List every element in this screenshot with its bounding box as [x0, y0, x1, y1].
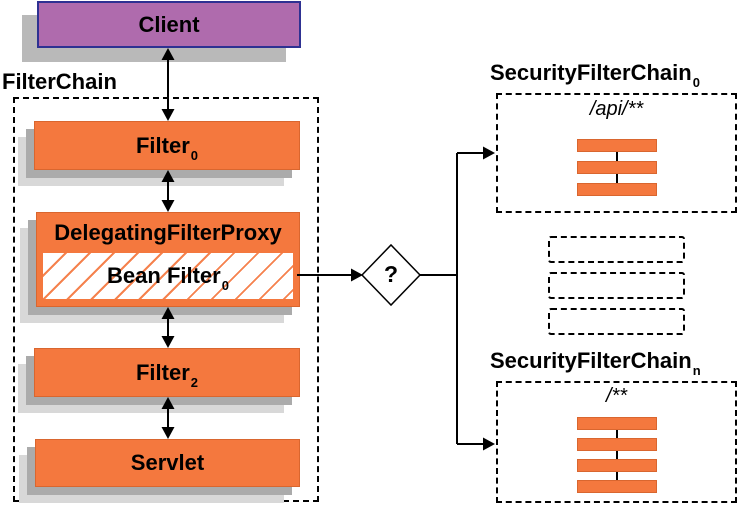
- filter-bar: [576, 417, 657, 430]
- client-label: Client: [138, 11, 200, 37]
- filter0-label: Filter0: [135, 132, 198, 162]
- security-filter-chain-n-title: SecurityFilterChainn: [490, 348, 701, 378]
- connector-line: [615, 423, 618, 487]
- filter2-node: Filter2: [34, 348, 300, 397]
- filter2-label: Filter2: [135, 359, 198, 389]
- filterchain-title: FilterChain: [2, 69, 117, 94]
- filter-bar: [576, 438, 657, 451]
- filter-bar: [576, 139, 657, 152]
- bean-filter-label-base: Bean Filter: [107, 263, 221, 288]
- security-filter-chain-0-bars: [576, 139, 657, 196]
- security-filter-chain-0-title-sub: 0: [692, 75, 700, 90]
- security-filter-chain-n-title-base: SecurityFilterChain: [490, 348, 692, 373]
- security-filter-chain-0-container: /api/**: [496, 93, 737, 213]
- filter2-label-sub: 2: [190, 374, 199, 390]
- placeholder-security-filter-chains: [548, 236, 685, 335]
- decision-label: ?: [383, 261, 399, 287]
- delegating-filter-proxy-node: DelegatingFilterProxy Bean Filter0: [36, 212, 300, 307]
- security-filter-chain-n-bars: [576, 417, 657, 493]
- filter0-label-sub: 0: [190, 147, 199, 163]
- bean-filter-node: Bean Filter0: [41, 251, 295, 301]
- filter2-label-base: Filter: [135, 359, 190, 385]
- security-filter-chain-n-url-pattern: /**: [605, 385, 628, 407]
- placeholder-chain-row: [548, 272, 685, 299]
- security-filter-chain-n-container: /**: [496, 381, 737, 503]
- decision-branch-lines: [420, 146, 495, 451]
- filter0-label-base: Filter: [135, 132, 190, 158]
- filter-bar: [576, 183, 657, 196]
- placeholder-chain-row: [548, 236, 685, 263]
- filter-bar: [576, 459, 657, 472]
- filterchain-container: [13, 97, 319, 502]
- bean-filter-label-sub: 0: [221, 278, 229, 293]
- security-filter-chain-0-title-base: SecurityFilterChain: [490, 60, 692, 85]
- client-node: Client: [37, 1, 301, 48]
- bean-filter-label: Bean Filter0: [107, 263, 229, 293]
- security-filter-chain-0-url-pattern: /api/**: [589, 98, 644, 120]
- delegating-filter-proxy-label: DelegatingFilterProxy: [54, 220, 282, 245]
- filter0-node: Filter0: [34, 121, 300, 170]
- placeholder-chain-row: [548, 308, 685, 335]
- filter-bar: [576, 161, 657, 174]
- servlet-node: Servlet: [35, 439, 300, 487]
- filter-bar: [576, 480, 657, 493]
- security-filter-chain-n-title-sub: n: [692, 363, 701, 378]
- servlet-label: Servlet: [130, 450, 205, 475]
- security-filter-chain-0-title: SecurityFilterChain0: [490, 60, 700, 90]
